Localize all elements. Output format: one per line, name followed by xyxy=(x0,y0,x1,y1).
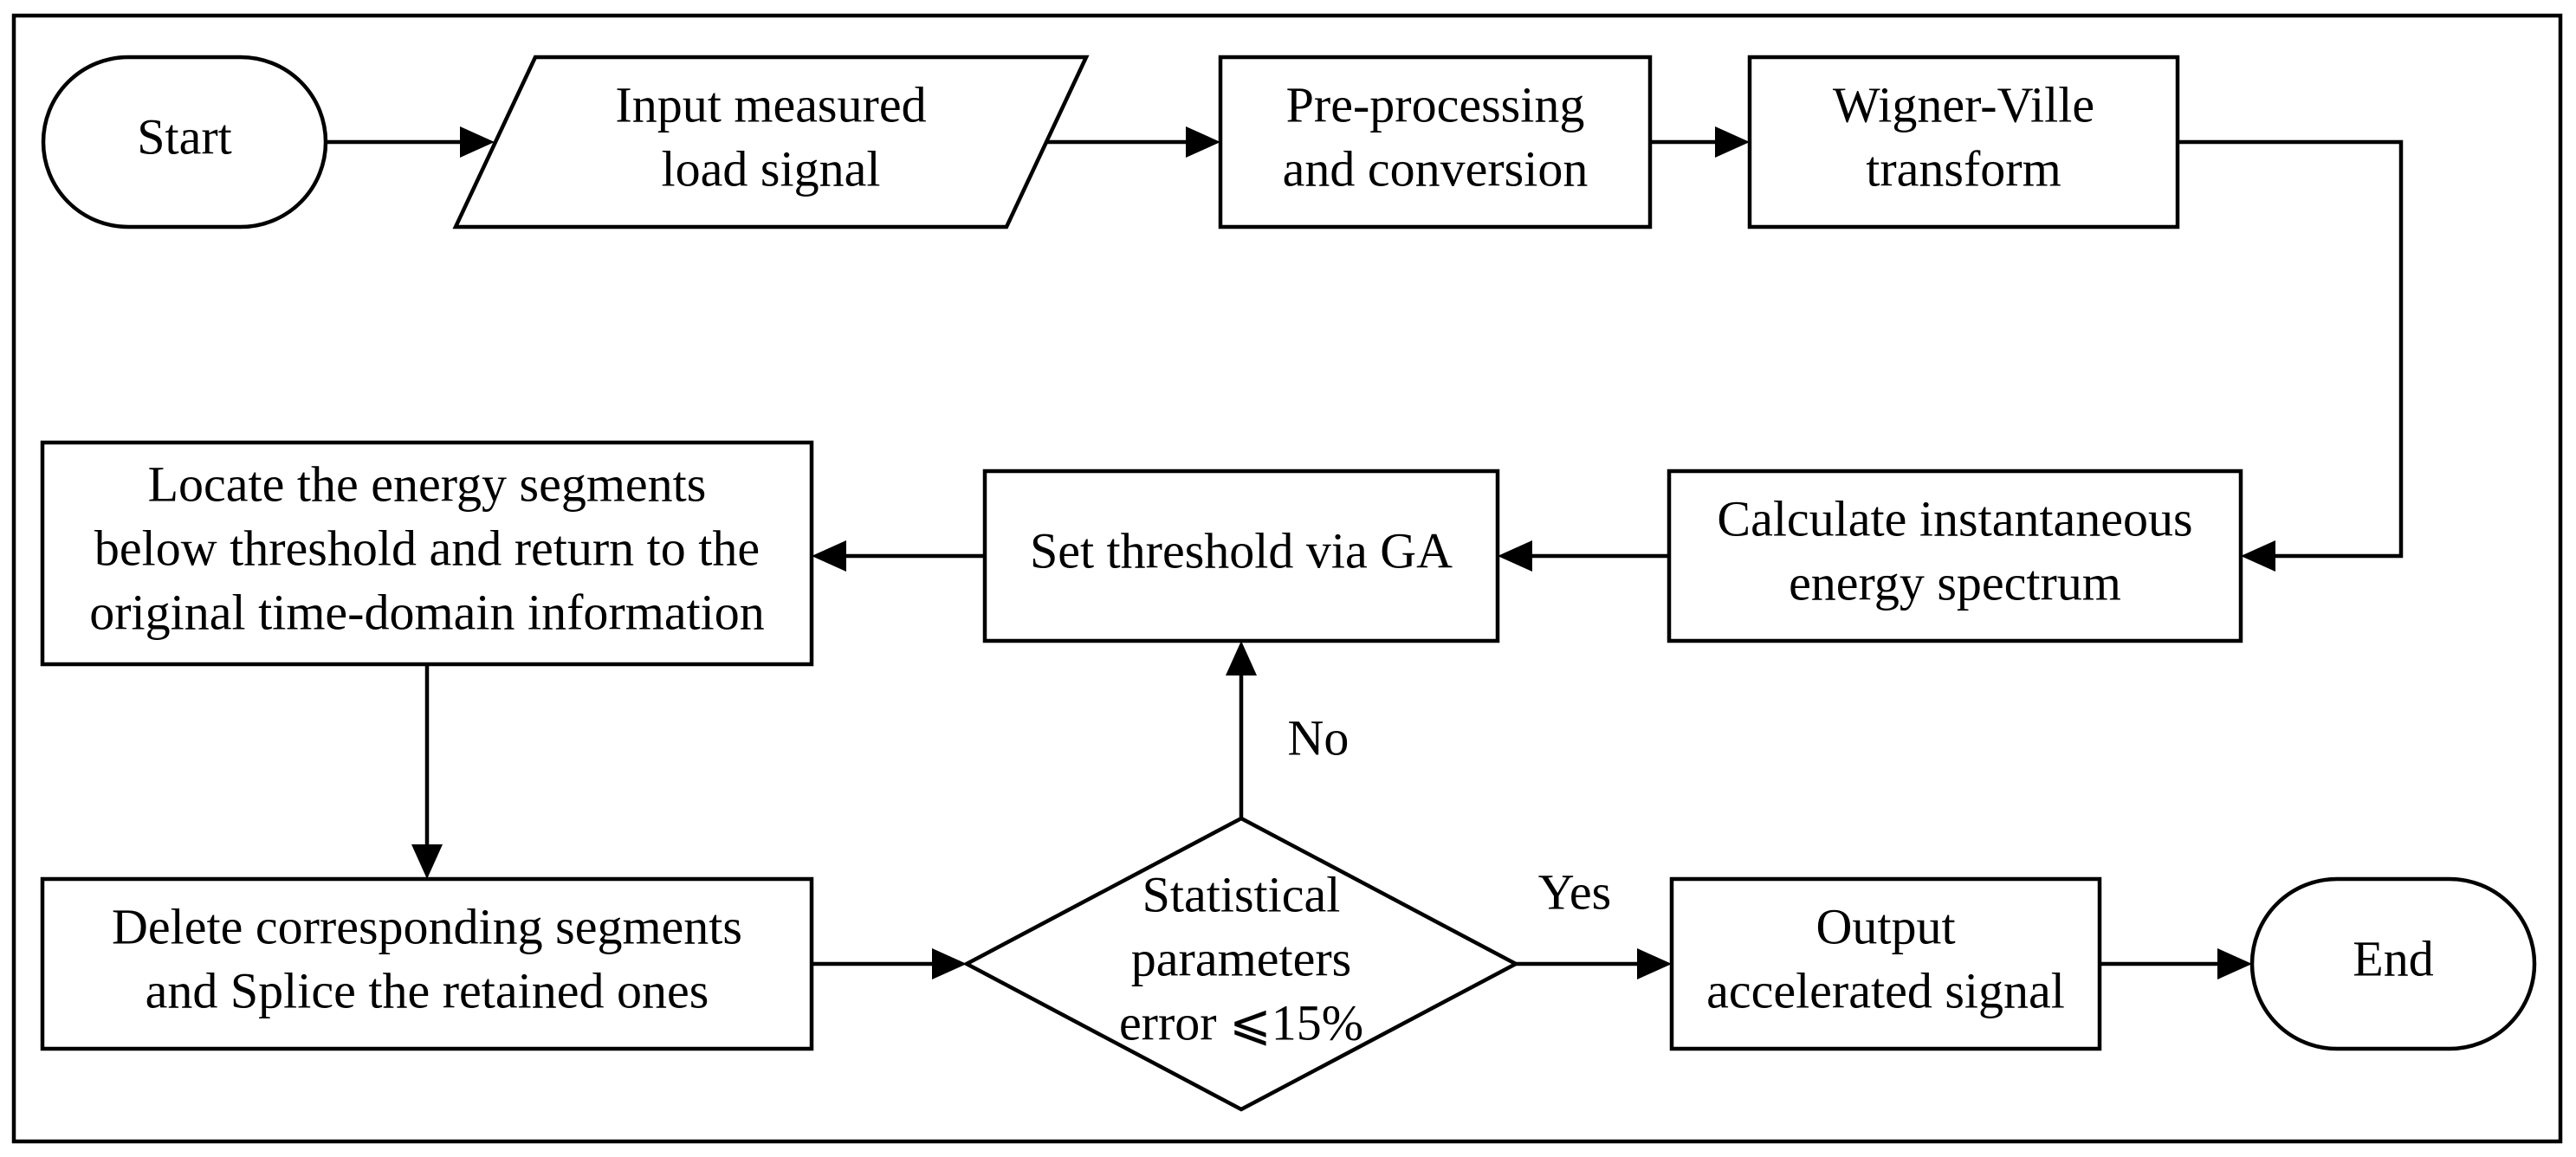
node-delete-label-line-2: and Splice the retained ones xyxy=(146,962,709,1018)
edge-label-no: No xyxy=(1288,709,1349,766)
node-energy-shape xyxy=(1667,469,2243,643)
node-energy-label-line-1: Calculate instantaneous xyxy=(1717,490,2192,546)
node-locate-label-line-1: Locate the energy segments xyxy=(148,456,707,512)
node-preprocess-label-line-2: and conversion xyxy=(1283,140,1589,197)
arrowhead-energy-to-threshold xyxy=(1498,540,1532,572)
node-input-label-line-2: load signal xyxy=(662,140,881,197)
node-delete: Delete corresponding segments and Splice … xyxy=(40,876,814,1051)
node-input-shape xyxy=(452,55,1090,229)
node-output-label-line-2: accelerated signal xyxy=(1706,962,2065,1018)
node-decision-label-line-1: Statistical xyxy=(1142,866,1341,922)
node-preprocess-shape xyxy=(1218,55,1653,229)
arrowhead-threshold-to-locate xyxy=(812,540,846,572)
node-decision-label-line-2: parameters xyxy=(1131,930,1351,986)
node-decision: Statistical parameters error ⩽15% xyxy=(962,816,1520,1112)
node-end-shape xyxy=(2249,876,2537,1051)
node-start-label-line-1: Start xyxy=(137,108,232,165)
arrowhead-delete-to-decision xyxy=(932,948,967,979)
node-start-shape xyxy=(41,55,328,229)
node-delete-shape xyxy=(40,876,814,1051)
node-decision-label-line-3: error ⩽15% xyxy=(1119,994,1363,1050)
node-energy: Calculate instantaneous energy spectrum xyxy=(1667,469,2243,643)
nodes-layer: Start Input measured load signal Pre-proces… xyxy=(40,55,2537,1112)
arrowhead-locate-to-delete xyxy=(411,844,443,879)
node-output-shape xyxy=(1669,876,2102,1051)
node-wigner-label-line-2: transform xyxy=(1866,140,2061,197)
node-input: Input measured load signal xyxy=(452,55,1090,229)
node-end-label-line-1: End xyxy=(2353,930,2433,986)
node-input-label-line-1: Input measured xyxy=(615,76,926,133)
node-wigner: Wigner-Ville transform xyxy=(1747,55,2180,229)
node-preprocess-label-line-1: Pre-processing xyxy=(1286,76,1585,133)
edge-label-yes: Yes xyxy=(1538,863,1611,920)
node-locate-shape xyxy=(40,440,814,667)
node-output-label-line-1: Output xyxy=(1815,898,1955,954)
diagram-frame xyxy=(11,13,2563,1144)
node-preprocess: Pre-processing and conversion xyxy=(1218,55,1653,229)
node-start: Start xyxy=(41,55,328,229)
arrowhead-input-to-preprocess xyxy=(1186,126,1220,158)
edge-wigner-to-energy xyxy=(2178,139,2404,559)
node-locate-label-line-3: original time-domain information xyxy=(89,584,765,640)
node-energy-label-line-2: energy spectrum xyxy=(1789,554,2121,611)
node-locate: Locate the energy segments below threshol… xyxy=(40,440,814,667)
node-delete-label-line-1: Delete corresponding segments xyxy=(112,898,742,954)
arrowhead-wigner-to-energy xyxy=(2241,540,2275,572)
node-locate-label-line-2: below threshold and return to the xyxy=(94,520,760,576)
node-decision-shape xyxy=(962,816,1520,1112)
edges-layer xyxy=(326,126,2404,979)
arrowhead-preprocess-to-wigner xyxy=(1715,126,1750,158)
node-output: Output accelerated signal xyxy=(1669,876,2102,1051)
node-end: End xyxy=(2249,876,2537,1051)
node-wigner-label-line-1: Wigner-Ville xyxy=(1833,76,2094,133)
node-threshold: Set threshold via GA xyxy=(982,469,1500,643)
node-threshold-shape xyxy=(982,469,1500,643)
node-wigner-shape xyxy=(1747,55,2180,229)
arrowhead-decision-to-threshold xyxy=(1226,641,1257,675)
arrowhead-output-to-end xyxy=(2217,948,2252,979)
arrowhead-decision-to-output xyxy=(1637,948,1672,979)
node-threshold-label-line-1: Set threshold via GA xyxy=(1030,522,1453,578)
arrowhead-start-to-input xyxy=(460,126,495,158)
